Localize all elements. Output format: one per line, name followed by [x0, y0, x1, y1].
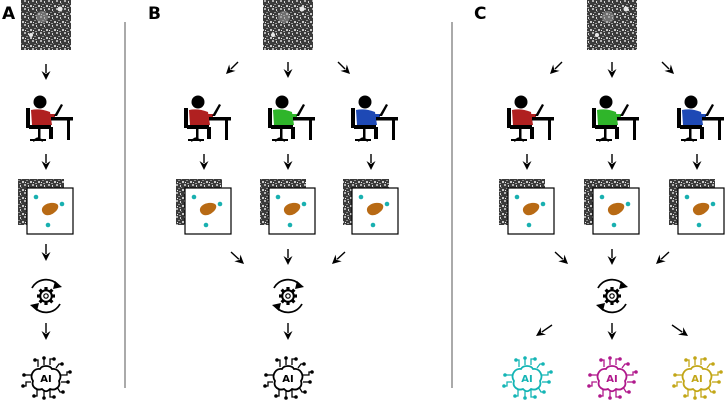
panel-label-b: B — [148, 4, 161, 24]
arrow-down-icon — [692, 154, 702, 170]
ai-label: AI — [40, 374, 51, 385]
arrow-down-icon — [607, 62, 617, 78]
arrow-down-icon — [366, 154, 376, 170]
annotated-image-stack-icon — [499, 179, 555, 235]
annotator-at-computer-icon — [592, 95, 639, 142]
ai-brain-circuit-icon: AI — [587, 356, 638, 400]
arrow-down-icon — [283, 323, 293, 340]
arrow-down-icon — [199, 154, 209, 170]
ai-brain-circuit-icon: AI — [263, 356, 314, 400]
annotated-image-stack-icon — [176, 179, 232, 235]
ai-label: AI — [691, 374, 702, 385]
arrow-down-icon — [522, 154, 532, 170]
annotator-at-computer-icon — [677, 95, 724, 142]
arrow-down-icon — [283, 154, 293, 170]
arrow-down-icon — [332, 251, 346, 264]
annotator-at-computer-icon — [507, 95, 554, 142]
annotated-image-stack-icon — [260, 179, 316, 235]
arrow-down-icon — [554, 251, 568, 264]
annotated-image-stack-icon — [343, 179, 399, 235]
arrow-down-icon — [41, 64, 51, 80]
ai-brain-circuit-icon: AI — [502, 356, 553, 400]
arrow-down-icon — [607, 154, 617, 170]
arrow-down-icon — [41, 244, 51, 261]
arrow-down-icon — [656, 251, 670, 264]
ai-brain-circuit-icon: AI — [21, 356, 72, 400]
arrow-down-icon — [607, 249, 617, 265]
arrow-down-icon — [226, 61, 239, 74]
annotated-image-stack-icon — [18, 179, 74, 235]
annotated-image-stack-icon — [584, 179, 640, 235]
arrow-down-icon — [41, 154, 51, 170]
microscopy-image-icon — [263, 0, 313, 50]
annotator-at-computer-icon — [184, 95, 231, 142]
panel-label-a: A — [2, 4, 16, 24]
ai-label: AI — [282, 374, 293, 385]
arrow-down-icon — [536, 324, 553, 336]
training-gear-cycle-icon — [272, 278, 304, 314]
arrow-down-icon — [661, 61, 674, 74]
arrow-down-icon — [283, 62, 293, 78]
ai-label: AI — [521, 374, 532, 385]
microscopy-image-icon — [21, 0, 71, 50]
ai-brain-circuit-icon: AI — [672, 356, 723, 400]
training-gear-cycle-icon — [596, 278, 628, 314]
arrow-down-icon — [337, 61, 350, 74]
arrow-down-icon — [607, 323, 617, 340]
arrow-down-icon — [41, 323, 51, 340]
ai-label: AI — [606, 374, 617, 385]
annotator-at-computer-icon — [268, 95, 315, 142]
annotator-at-computer-icon — [351, 95, 398, 142]
arrow-down-icon — [671, 324, 688, 336]
microscopy-image-icon — [587, 0, 637, 50]
annotated-image-stack-icon — [669, 179, 725, 235]
arrow-down-icon — [230, 251, 244, 264]
arrow-down-icon — [550, 61, 563, 74]
panel-label-c: C — [474, 4, 486, 24]
arrow-down-icon — [283, 249, 293, 265]
training-gear-cycle-icon — [30, 278, 62, 314]
annotator-at-computer-icon — [26, 95, 73, 142]
